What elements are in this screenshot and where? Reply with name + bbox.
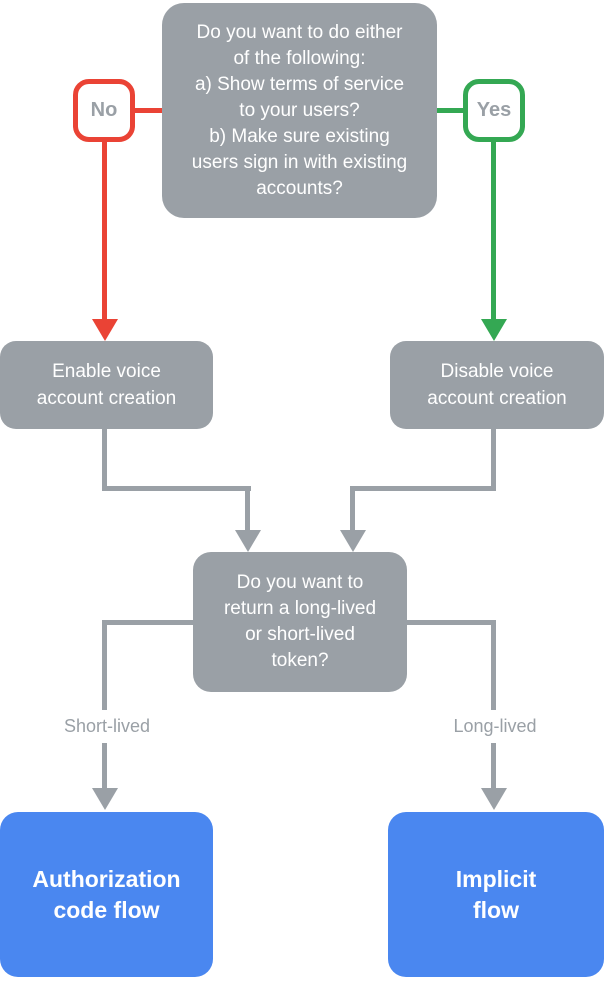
node-top-question: Do you want to do either of the followin… bbox=[162, 3, 437, 218]
connector-disable-into-question bbox=[350, 486, 355, 532]
connector-shortlived-vertical bbox=[102, 620, 107, 788]
top-question-line: to your users? bbox=[239, 99, 360, 121]
authorization-node-line: code flow bbox=[53, 896, 160, 923]
top-question-line: users sign in with existing bbox=[191, 151, 408, 173]
node-token-question: Do you want to return a long-lived or sh… bbox=[193, 552, 407, 692]
no-badge: No bbox=[73, 79, 135, 142]
connector-longlived-vertical bbox=[491, 620, 496, 788]
connector-disable-elbow bbox=[350, 486, 496, 491]
connector-enable-down bbox=[102, 429, 107, 491]
disable-node-line: Disable voice bbox=[440, 361, 554, 382]
connector-disable-down bbox=[491, 429, 496, 491]
top-question-line: b) Make sure existing bbox=[209, 125, 390, 147]
authorization-node-line: Authorization bbox=[32, 865, 181, 892]
arrowhead-longlived-down-icon bbox=[481, 788, 507, 810]
connector-yes-horizontal bbox=[437, 108, 463, 113]
connector-longlived-horizontal bbox=[407, 620, 496, 625]
connector-no-horizontal bbox=[135, 108, 162, 113]
connector-enable-elbow bbox=[102, 486, 251, 491]
top-question-line: a) Show terms of service bbox=[194, 73, 405, 95]
arrowhead-right-converge-icon bbox=[340, 530, 366, 552]
arrowhead-yes-down-icon bbox=[481, 319, 507, 341]
implicit-node-line: Implicit bbox=[455, 865, 537, 892]
arrowhead-left-converge-icon bbox=[235, 530, 261, 552]
token-question-line: Do you want to bbox=[236, 572, 364, 593]
arrowhead-shortlived-down-icon bbox=[92, 788, 118, 810]
token-question-line: return a long-lived bbox=[223, 598, 377, 619]
top-question-line: Do you want to do either bbox=[196, 21, 403, 43]
no-badge-label: No bbox=[90, 99, 118, 121]
short-lived-label: Short-lived bbox=[22, 710, 192, 743]
token-question-line: or short-lived bbox=[245, 624, 355, 645]
enable-node-line: Enable voice bbox=[52, 361, 161, 382]
connector-enable-into-question bbox=[245, 486, 250, 532]
arrowhead-no-down-icon bbox=[92, 319, 118, 341]
connector-no-vertical bbox=[102, 142, 107, 322]
connector-yes-vertical bbox=[491, 142, 496, 322]
implicit-node-line: flow bbox=[473, 896, 519, 923]
node-implicit-flow: Implicit flow bbox=[388, 812, 604, 977]
enable-node-line: account creation bbox=[36, 388, 177, 409]
disable-node-line: account creation bbox=[427, 388, 567, 409]
token-question-line: token? bbox=[271, 650, 329, 671]
node-enable-voice-account-creation: Enable voice account creation bbox=[0, 341, 213, 429]
long-lived-label: Long-lived bbox=[410, 710, 580, 743]
top-question-line: accounts? bbox=[256, 177, 343, 199]
node-disable-voice-account-creation: Disable voice account creation bbox=[390, 341, 604, 429]
node-authorization-code-flow: Authorization code flow bbox=[0, 812, 213, 977]
top-question-line: of the following: bbox=[233, 47, 366, 69]
yes-badge-label: Yes bbox=[476, 99, 512, 121]
yes-badge: Yes bbox=[463, 79, 525, 142]
connector-shortlived-horizontal bbox=[102, 620, 193, 625]
